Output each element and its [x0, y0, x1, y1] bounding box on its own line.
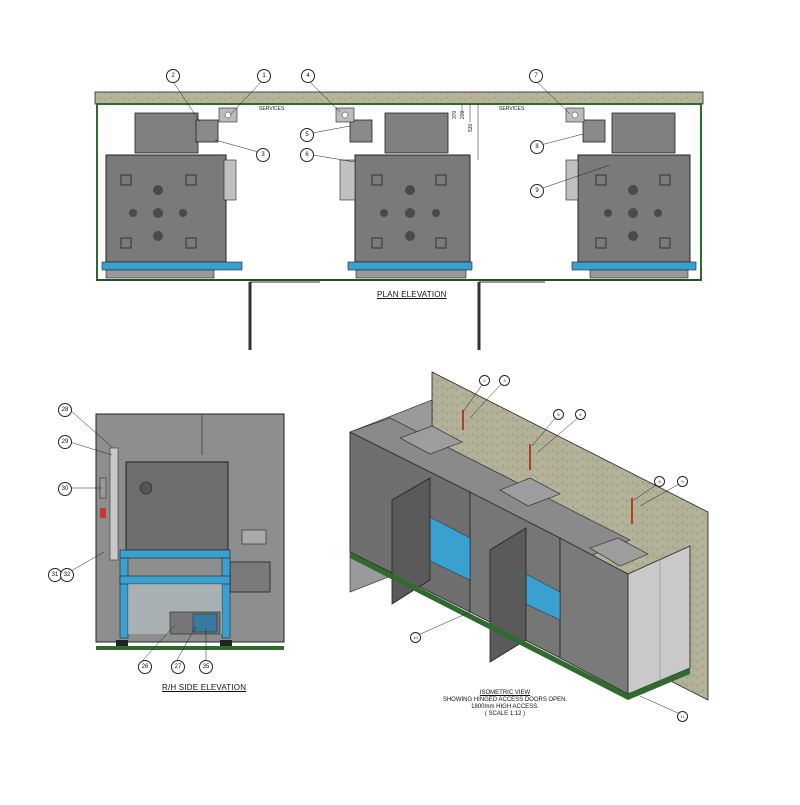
- balloon-iso-11: 11: [677, 711, 688, 722]
- services-label-left: SERVICES: [259, 106, 285, 112]
- balloon-plan-6: 6: [300, 148, 314, 162]
- isometric-note-line1: SHOWING HINGED ACCESS DOORS OPEN.: [442, 697, 568, 703]
- balloon-plan-3: 3: [256, 148, 270, 162]
- plan-elevation: [94, 79, 704, 350]
- balloon-side-26: 26: [138, 660, 152, 674]
- balloon-iso-8: 8: [654, 476, 665, 487]
- balloon-side-28: 28: [58, 403, 72, 417]
- balloon-plan-5: 5: [300, 128, 314, 142]
- dimension-530: 530: [468, 123, 474, 132]
- balloon-plan-7: 7: [529, 69, 543, 83]
- side-elevation-title: R/H SIDE ELEVATION: [162, 683, 247, 692]
- plan-unit-1: [101, 107, 243, 279]
- isometric-note-line2: 1800mm HIGH ACCESS.: [471, 704, 539, 710]
- isometric-title: ISOMETRIC VIEW: [479, 690, 531, 696]
- iso-door-1: [391, 477, 431, 605]
- isometric-note-line3: ( SCALE 1:12 ): [484, 711, 526, 717]
- balloon-side-30: 30: [58, 482, 72, 496]
- side-elevation: [63, 409, 285, 661]
- isometric-note: ISOMETRIC VIEW SHOWING HINGED ACCESS DOO…: [440, 690, 570, 718]
- plan-elevation-title: PLAN ELEVATION: [377, 290, 447, 299]
- balloon-iso-3: 3: [499, 375, 510, 386]
- balloon-iso-5: 5: [553, 409, 564, 420]
- balloon-iso-2: 2: [479, 375, 490, 386]
- balloon-plan-9: 9: [530, 184, 544, 198]
- dimension-200: 200: [460, 110, 466, 119]
- isometric-view: [349, 371, 709, 715]
- balloon-side-29: 29: [58, 435, 72, 449]
- plan-wall: [94, 91, 704, 105]
- services-label-right: SERVICES: [499, 106, 525, 112]
- plan-unit-3: [565, 107, 697, 279]
- balloon-plan-2: 2: [166, 69, 180, 83]
- dimension-370: 370: [452, 110, 458, 119]
- balloon-side-35: 35: [199, 660, 213, 674]
- balloon-iso-10: 10: [410, 632, 421, 643]
- balloon-iso-4: 4: [575, 409, 586, 420]
- balloon-iso-9: 9: [677, 476, 688, 487]
- balloon-plan-8: 8: [530, 140, 544, 154]
- balloon-side-32: 32: [60, 568, 74, 582]
- plan-unit-2: [335, 104, 479, 279]
- balloon-side-27: 27: [171, 660, 185, 674]
- balloon-plan-4: 4: [301, 69, 315, 83]
- balloon-plan-1: 1: [257, 69, 271, 83]
